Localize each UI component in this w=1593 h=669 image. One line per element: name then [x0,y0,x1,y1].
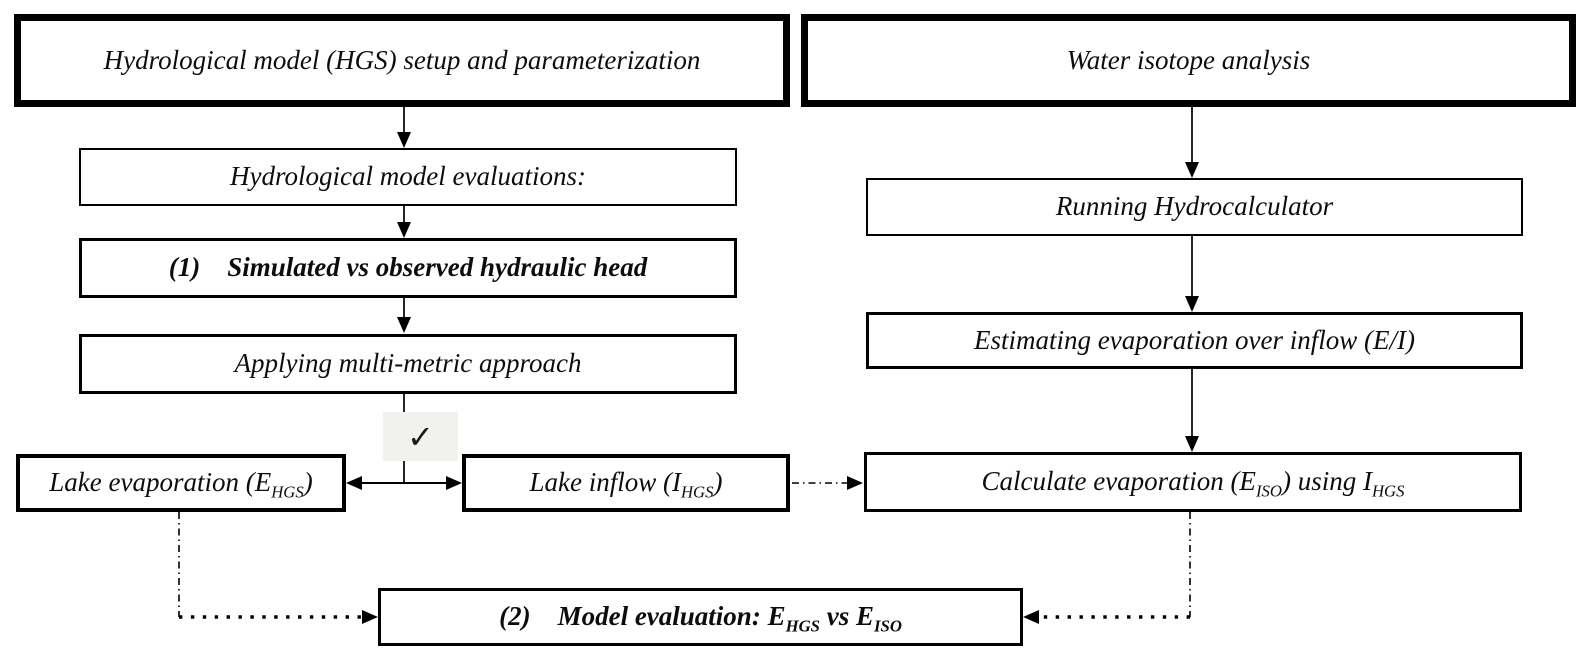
box-lake-evaporation-label: Lake evaporation (EHGS) [49,467,313,502]
check-badge: ✓ [383,412,458,461]
arrow-evaluations-to-simulated [397,206,411,238]
box-calculate-evaporation-label: Calculate evaporation (EISO) using IHGS [981,466,1405,501]
box-simulated-vs-observed: (1) Simulated vs observed hydraulic head [79,238,737,298]
box-lake-inflow: Lake inflow (IHGS) [462,454,790,512]
box-multi-metric-label: Applying multi-metric approach [234,348,582,379]
box-simulated-vs-observed-label: (1) Simulated vs observed hydraulic head [168,252,648,283]
box-water-isotope-label: Water isotope analysis [1066,44,1311,75]
box-calculate-evaporation: Calculate evaporation (EISO) using IHGS [864,452,1522,512]
box-running-hydrocalculator-label: Running Hydrocalculator [1055,191,1334,222]
box-water-isotope-header: Water isotope analysis [801,14,1576,107]
box-lake-evaporation: Lake evaporation (EHGS) [16,454,346,512]
box-model-evaluations-label: Hydrological model evaluations: [230,161,586,192]
arrow-split-double-headed [346,476,462,490]
box-hgs-setup-header: Hydrological model (HGS) setup and param… [14,14,790,107]
box-model-evaluations: Hydrological model evaluations: [79,148,737,206]
arrow-estimating-to-calculate [1185,369,1199,452]
box-running-hydrocalculator: Running Hydrocalculator [866,178,1523,236]
arrow-setup-to-evaluations [397,107,411,148]
checkmark-icon: ✓ [407,418,434,455]
connector-evaporation-to-final [178,512,378,624]
box-final-model-evaluation: (2) Model evaluation: EHGS vs EISO [378,588,1023,646]
arrow-running-to-estimating [1185,236,1199,312]
arrow-simulated-to-multimetric [397,298,411,333]
box-multi-metric: Applying multi-metric approach [79,334,737,394]
box-hgs-setup-label: Hydrological model (HGS) setup and param… [103,44,701,75]
arrow-inflow-to-calculate-dashdot [792,476,863,490]
box-final-model-evaluation-label: (2) Model evaluation: EHGS vs EISO [499,601,902,636]
box-estimating-e-over-i-label: Estimating evaporation over inflow (E/I) [974,324,1415,355]
arrow-isotope-to-running [1185,107,1199,178]
connector-calculate-to-final [1023,512,1191,624]
box-estimating-e-over-i: Estimating evaporation over inflow (E/I) [866,312,1523,369]
box-lake-inflow-label: Lake inflow (IHGS) [529,467,723,502]
